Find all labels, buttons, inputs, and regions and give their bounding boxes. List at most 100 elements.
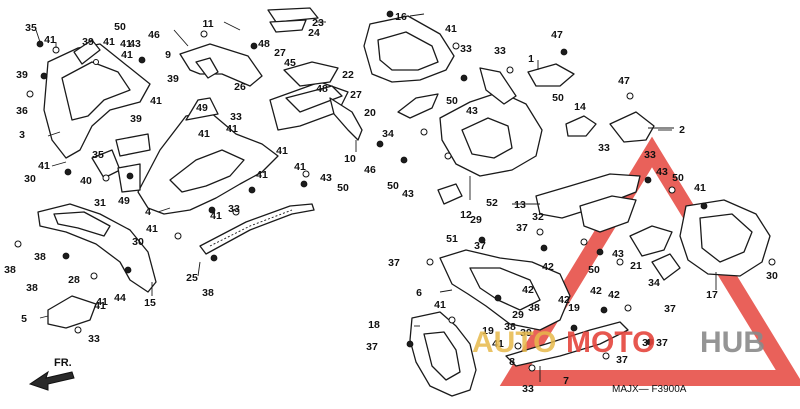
callout-43: 43 [466,105,478,117]
callout-27: 27 [350,89,362,101]
callout-19: 19 [482,325,494,337]
callout-38: 38 [504,321,516,333]
callout-41: 41 [96,296,108,308]
callout-41: 41 [150,95,162,107]
callout-40: 40 [80,175,92,187]
callout-41: 41 [120,38,132,50]
callout-41: 41 [294,161,306,173]
callout-2: 2 [679,124,685,136]
callout-37: 37 [616,354,628,366]
callout-15: 15 [144,297,156,309]
callout-41: 41 [103,36,115,48]
callout-7: 7 [563,375,569,387]
callout-41: 41 [276,145,288,157]
callout-46: 46 [364,164,376,176]
callout-14: 14 [574,101,586,113]
callout-39: 39 [130,113,142,125]
callout-42: 42 [558,294,570,306]
callout-33: 33 [88,333,100,345]
callout-41: 41 [226,123,238,135]
callout-49: 49 [118,195,130,207]
front-direction-arrow: FR. [28,357,75,391]
callout-10: 10 [344,153,356,165]
callout-43: 43 [656,166,668,178]
callout-38: 38 [4,264,16,276]
callout-41: 41 [694,182,706,194]
callout-26: 26 [234,81,246,93]
callout-42: 42 [590,285,602,297]
fasteners [14,10,776,372]
callout-8: 8 [509,356,515,368]
callout-42: 42 [542,261,554,273]
callout-39: 39 [16,69,28,81]
callout-21: 21 [630,260,642,272]
upper-cowl-group [43,7,363,215]
callout-38: 38 [528,302,540,314]
callout-32: 32 [532,211,544,223]
callout-16: 16 [395,11,407,23]
callout-34: 34 [382,128,394,140]
callout-43: 43 [129,38,141,50]
callout-37: 37 [516,222,528,234]
callout-41: 41 [146,223,158,235]
callout-47: 47 [551,29,563,41]
callout-37: 37 [474,240,486,252]
callout-51: 51 [446,233,458,245]
callout-33: 33 [644,149,656,161]
callout-25: 25 [186,272,198,284]
callout-38: 38 [26,282,38,294]
callout-5: 5 [21,313,27,325]
callout-49: 49 [196,102,208,114]
callout-41: 41 [94,300,106,312]
callout-22: 22 [342,69,354,81]
callout-50: 50 [337,182,349,194]
callout-50: 50 [387,180,399,192]
callout-41: 41 [434,299,446,311]
watermark-word-moto: MOTO [566,326,655,359]
callout-29: 29 [470,214,482,226]
callout-38: 38 [202,287,214,299]
callout-50: 50 [672,172,684,184]
callout-37: 37 [388,257,400,269]
callout-48: 48 [316,83,328,95]
callout-19: 19 [568,302,580,314]
callout-43: 43 [320,172,332,184]
callout-29: 29 [512,309,524,321]
callout-43: 43 [612,248,624,260]
callout-50: 50 [114,21,126,33]
watermark-word-hub: HUB [700,326,765,359]
callout-50: 50 [552,92,564,104]
front-label: FR. [54,357,72,369]
callout-38: 38 [34,251,46,263]
callout-45: 45 [284,57,296,69]
callout-13: 13 [514,199,526,211]
callout-3: 3 [19,129,25,141]
callout-48: 48 [258,38,270,50]
callout-41: 41 [38,160,50,172]
callout-37: 37 [656,337,668,349]
watermark-word-auto: AUTO [472,326,556,359]
callout-35: 35 [25,22,37,34]
callout-41: 41 [445,23,457,35]
callout-39: 39 [520,327,532,339]
callout-28: 28 [68,274,80,286]
callout-1: 1 [528,53,534,65]
callout-33: 33 [228,203,240,215]
callout-41: 41 [210,210,222,222]
callout-6: 6 [416,287,422,299]
callout-11: 11 [202,18,213,30]
callout-44: 44 [114,292,126,304]
callout-33: 33 [522,383,534,395]
right-side-group [629,199,771,281]
callout-41: 41 [492,338,504,350]
callout-34: 34 [648,277,660,289]
callout-30: 30 [132,236,144,248]
callout-41: 41 [44,34,56,46]
callout-18: 18 [368,319,380,331]
callout-42: 42 [608,289,620,301]
callout-12: 12 [460,209,472,221]
callout-37: 37 [366,341,378,353]
